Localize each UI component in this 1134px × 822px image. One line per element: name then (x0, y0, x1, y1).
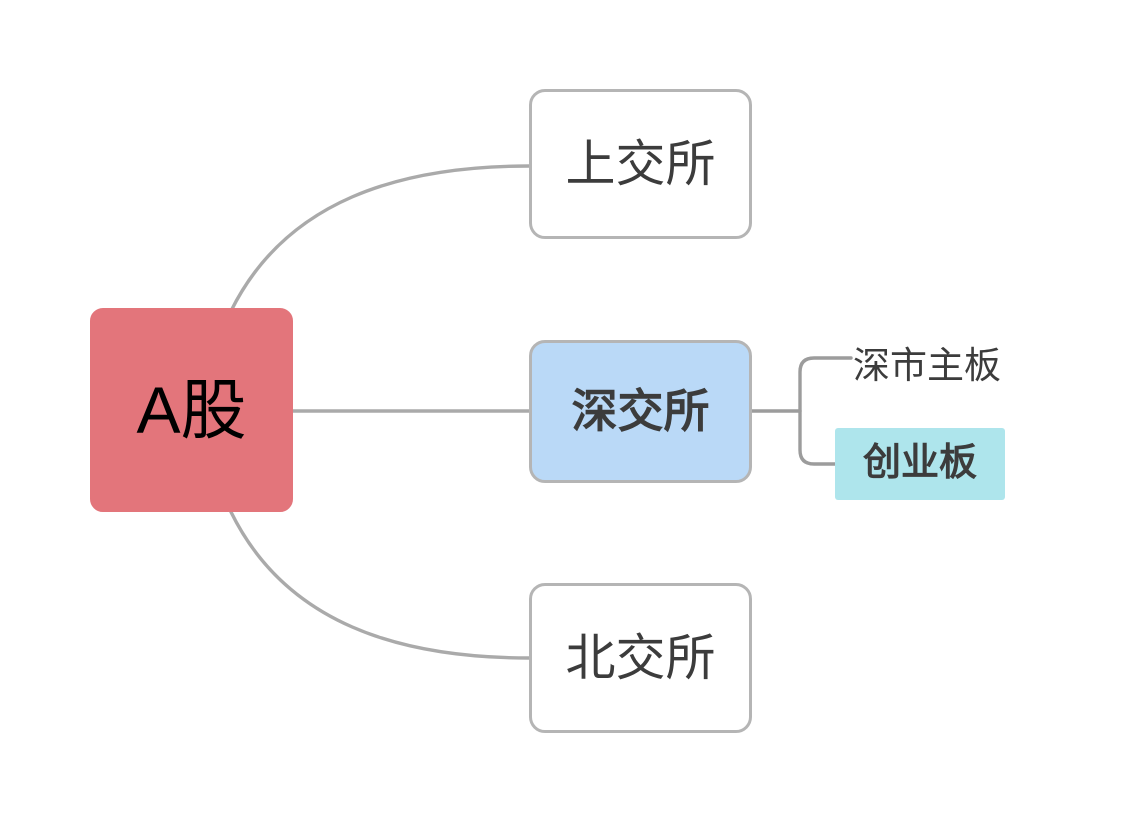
node-shenzhen-main-board[interactable]: 深市主板 (853, 340, 1039, 392)
node-shenzhen-main-board-label: 深市主板 (853, 344, 1001, 386)
edge-root-to-sse (229, 164, 531, 313)
node-beijing-stock-exchange-label: 北交所 (565, 629, 716, 686)
edge-szse-to-sz-main (750, 356, 853, 413)
node-a-shares[interactable]: A股 (90, 308, 293, 512)
node-chinext-board-label: 创业板 (862, 442, 977, 485)
node-beijing-stock-exchange[interactable]: 北交所 (529, 583, 752, 733)
node-a-shares-label: A股 (136, 372, 247, 447)
edge-root-to-bse (229, 510, 531, 660)
node-shenzhen-stock-exchange[interactable]: 深交所 (529, 340, 752, 483)
node-shanghai-stock-exchange[interactable]: 上交所 (529, 89, 752, 239)
node-shenzhen-stock-exchange-label: 深交所 (571, 385, 710, 438)
node-shanghai-stock-exchange-label: 上交所 (565, 135, 716, 192)
edge-szse-to-chinext (798, 409, 838, 466)
node-chinext-board[interactable]: 创业板 (835, 428, 1005, 500)
